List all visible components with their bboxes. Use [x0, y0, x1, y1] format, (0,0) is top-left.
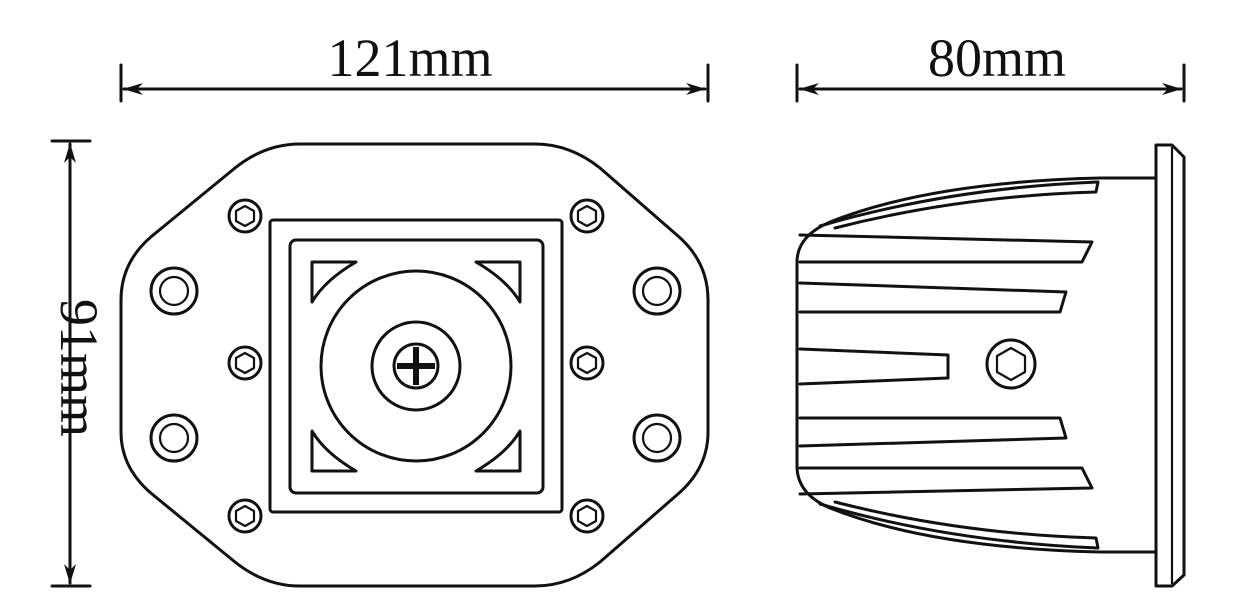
- mounting-hole-bottom-right: [632, 413, 682, 463]
- hex-bolt-mid-left: [227, 345, 263, 381]
- corner-triangle-bottom-left: [310, 429, 358, 473]
- mounting-hole-bottom-left: [149, 413, 199, 463]
- hex-bolt-bottom-left: [227, 498, 263, 534]
- depth-label: 80mm: [928, 28, 1066, 88]
- side-fin-3: [798, 347, 950, 386]
- depth-dimension: 80mm: [795, 28, 1186, 103]
- side-fin-2: [798, 281, 1068, 314]
- side-fin-1: [798, 233, 1094, 264]
- width-dimension: 121mm: [119, 28, 710, 103]
- side-mounting-plate: [1154, 143, 1186, 588]
- hex-bolt-bottom-right: [569, 498, 605, 534]
- corner-triangle-top-left: [310, 260, 358, 304]
- side-fin-5: [798, 466, 1094, 496]
- height-label: 91mm: [49, 299, 109, 437]
- side-fin-4: [798, 416, 1068, 448]
- screw-slot-vertical: [413, 347, 419, 385]
- center-screw-head: [370, 320, 462, 412]
- hex-bolt-top-right: [569, 198, 605, 234]
- front-view: [119, 142, 710, 588]
- side-view: [795, 143, 1186, 588]
- side-hex-bolt: [985, 338, 1037, 390]
- side-housing-outline: [795, 176, 1158, 554]
- mounting-hole-top-right: [632, 266, 682, 316]
- front-flange-outline: [119, 142, 710, 588]
- corner-triangle-top-right: [474, 260, 522, 304]
- hex-bolt-mid-right: [569, 345, 605, 381]
- mounting-hole-top-left: [149, 266, 199, 316]
- side-fin-top-curve: [818, 180, 1100, 230]
- corner-triangle-bottom-right: [474, 429, 522, 473]
- width-label: 121mm: [327, 28, 492, 88]
- front-lens-frame: [288, 238, 545, 495]
- hex-bolt-top-left: [227, 198, 263, 234]
- side-fin-bottom-curve: [818, 500, 1100, 550]
- front-lens-circle: [319, 269, 513, 463]
- front-housing-square: [268, 218, 564, 514]
- center-screw-recess: [392, 342, 440, 390]
- height-dimension: 91mm: [49, 139, 109, 588]
